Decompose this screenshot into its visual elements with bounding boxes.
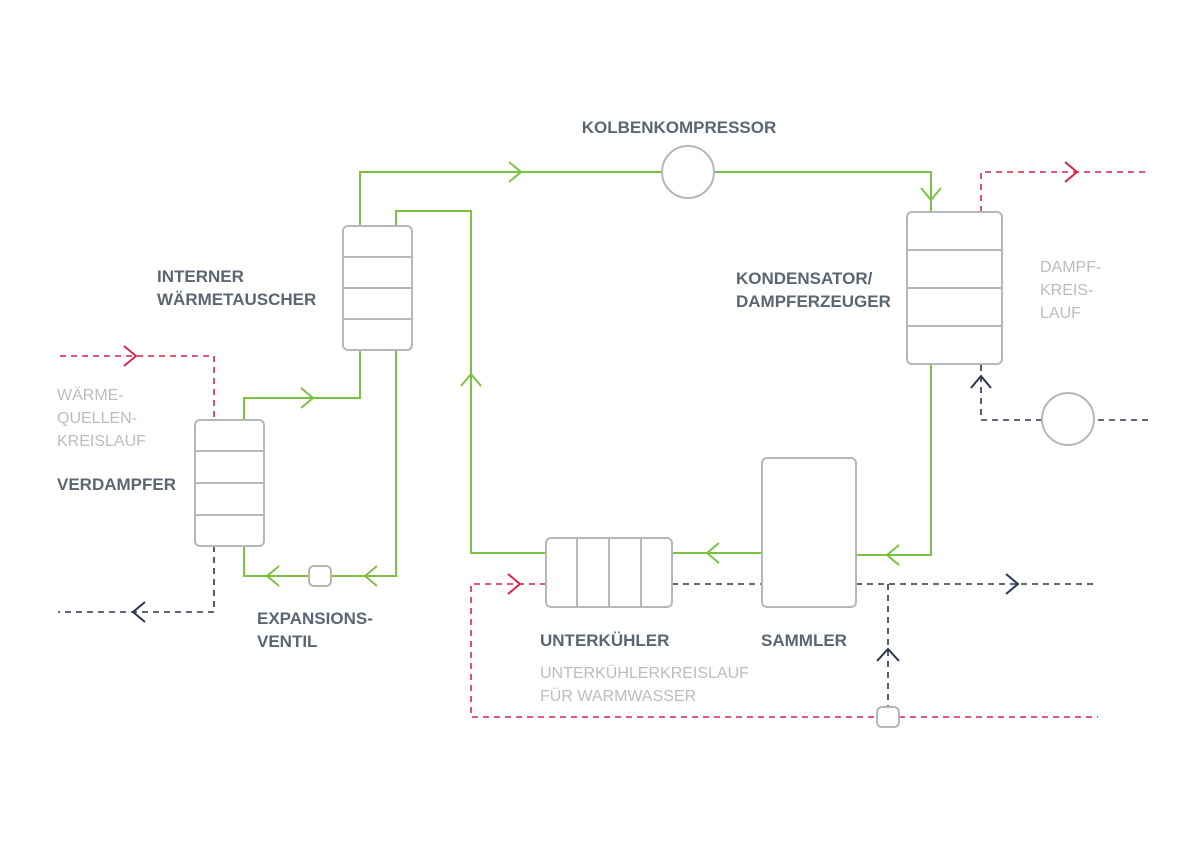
arrow-heat-source-out xyxy=(131,601,146,623)
line-hx-to-compressor xyxy=(359,171,662,226)
label-kondensator-1: KONDENSATOR/ xyxy=(736,269,873,288)
kolbenkompressor-icon xyxy=(661,145,715,199)
arrow-warmwater-hot xyxy=(507,573,522,595)
label-waerme-3: KREISLAUF xyxy=(57,433,146,450)
arrow-right-top xyxy=(508,161,523,183)
label-interner-2: WÄRMETAUSCHER xyxy=(157,290,316,309)
label-expansions-2: VENTIL xyxy=(257,632,317,651)
interner-waermetauscher-icon xyxy=(342,225,413,351)
labels: KOLBENKOMPRESSOR INTERNER WÄRMETAUSCHER … xyxy=(57,118,1101,705)
arrow-steam-in xyxy=(970,374,992,389)
warmwater-valve-icon xyxy=(876,706,900,728)
label-kondensator-2: DAMPFERZEUGER xyxy=(736,292,891,311)
label-interner-1: INTERNER xyxy=(157,267,244,286)
arrow-steam-out xyxy=(1064,161,1079,183)
arrow-left-unterkuehler-in xyxy=(705,542,720,564)
label-unterkuehler: UNTERKÜHLER xyxy=(540,631,669,650)
label-dampf-1: DAMPF- xyxy=(1040,259,1101,276)
secondary-circuits xyxy=(58,161,1148,718)
line-compressor-to-condenser xyxy=(714,171,932,212)
expansionsventil-icon xyxy=(308,565,332,587)
line-condenser-to-sammler xyxy=(856,364,932,556)
label-uk-kreis-1: UNTERKÜHLERKREISLAUF xyxy=(540,664,749,682)
arrow-left-evaporator-in xyxy=(265,565,280,587)
arrow-warmwater-branch xyxy=(876,647,900,662)
arrow-heat-source-in xyxy=(123,345,138,367)
arrow-down-condenser xyxy=(920,187,942,202)
line-unterkuehler-to-hx xyxy=(395,210,546,554)
arrow-right-evaporator-out xyxy=(300,387,315,409)
pump-icon xyxy=(1041,392,1095,446)
heat-source-out xyxy=(58,546,215,613)
label-uk-kreis-2: FÜR WARMWASSER xyxy=(540,687,696,705)
label-waerme-2: QUELLEN- xyxy=(57,410,137,427)
refrigerant-lines xyxy=(243,171,932,577)
warmwater-hot xyxy=(470,583,877,718)
line-expansion-to-evaporator xyxy=(243,546,309,577)
arrow-up-riser xyxy=(460,372,482,387)
label-kolbenkompressor: KOLBENKOMPRESSOR xyxy=(582,118,777,137)
verdampfer-icon xyxy=(194,419,265,547)
label-dampf-2: KREIS- xyxy=(1040,282,1093,299)
label-waerme-1: WÄRME- xyxy=(57,386,124,404)
steam-out-line xyxy=(980,171,1148,212)
arrow-left-sammler-in xyxy=(885,544,900,566)
heat-source-in xyxy=(60,355,215,420)
arrow-warmwater-cold xyxy=(1005,573,1020,595)
label-sammler: SAMMLER xyxy=(761,631,847,650)
arrow-left-expansion-in xyxy=(363,565,378,587)
unterkuehler-icon xyxy=(545,537,673,608)
steam-pump-to-condenser xyxy=(980,364,1042,421)
label-dampf-3: LAUF xyxy=(1040,305,1081,322)
line-evaporator-to-hx xyxy=(243,350,361,420)
label-expansions-1: EXPANSIONS- xyxy=(257,609,373,628)
line-hx-to-expansion xyxy=(331,350,397,577)
refrigerant-arrows xyxy=(265,161,942,587)
label-verdampfer: VERDAMPFER xyxy=(57,475,176,494)
kondensator-icon xyxy=(906,211,1003,365)
sammler-icon xyxy=(761,457,857,608)
